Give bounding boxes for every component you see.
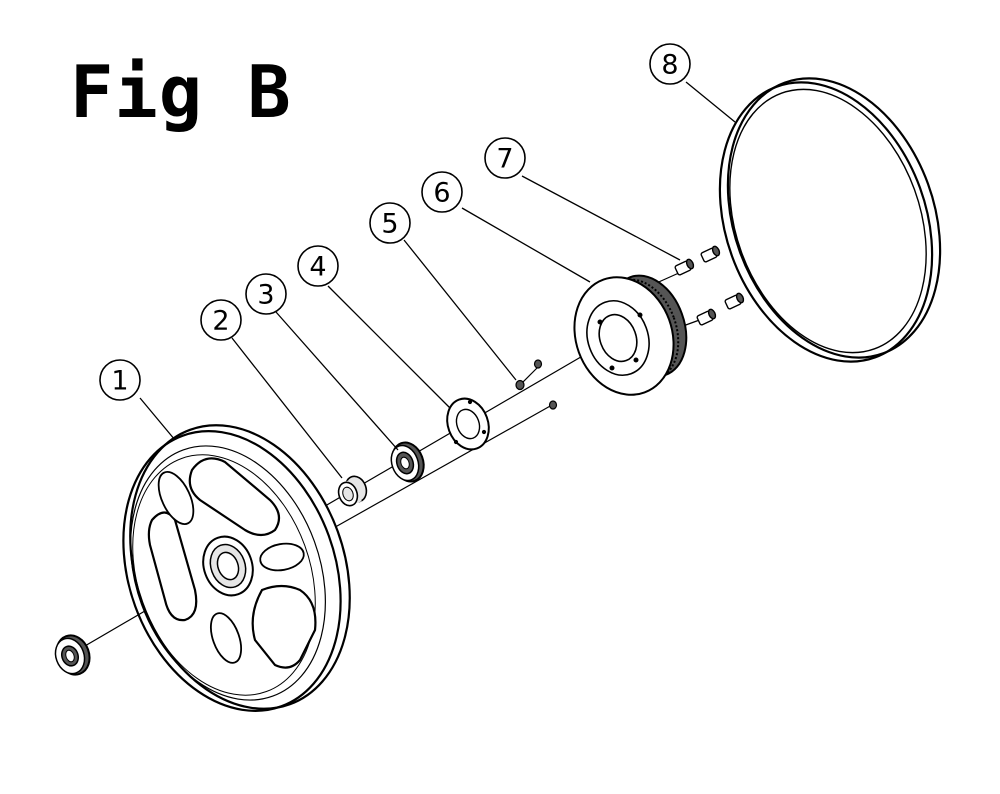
cap-screw-1 xyxy=(674,258,695,276)
callout-5-label: 5 xyxy=(381,209,398,240)
callout-8-label: 8 xyxy=(661,50,678,81)
wheel-lobe-bottom xyxy=(209,612,243,664)
tire-inner xyxy=(729,88,927,354)
leader-2 xyxy=(231,337,343,479)
wheel-hub-bore xyxy=(216,551,240,581)
callout-7: 7 xyxy=(484,137,526,179)
callout-3-label: 3 xyxy=(257,280,274,311)
tire-outer-back xyxy=(726,77,942,359)
callout-6-label: 6 xyxy=(433,178,450,209)
hub-pulley-bore xyxy=(598,313,638,363)
wheel-rim-inner xyxy=(130,445,326,701)
hub-pulley-hole-3 xyxy=(609,365,615,371)
front-bearing-part xyxy=(54,634,91,676)
callout-7-label: 7 xyxy=(496,144,513,175)
wheel-rim-outer xyxy=(122,430,342,712)
wheel-rim-groove xyxy=(132,454,316,696)
leader-3 xyxy=(275,311,399,451)
callout-2: 2 xyxy=(200,299,242,341)
washer-plate-screw-hole-2 xyxy=(481,429,487,435)
callout-3: 3 xyxy=(245,273,287,315)
bearing-part xyxy=(390,441,425,483)
set-screw-2 xyxy=(533,359,543,369)
washer-plate-screw-hole-3 xyxy=(453,439,459,445)
cap-screws-part xyxy=(674,245,745,326)
set-screw-1 xyxy=(515,379,525,391)
lower-axis-line xyxy=(329,404,553,531)
callout-6: 6 xyxy=(421,171,463,213)
set-screw-3 xyxy=(548,400,558,410)
front-bearing-bore xyxy=(65,649,75,663)
wheel-part xyxy=(122,424,351,712)
spacer-bore xyxy=(342,486,354,502)
washer-plate-screw-hole-1 xyxy=(467,399,473,405)
callout-1: 1 xyxy=(99,359,141,401)
wheel-opening-right xyxy=(251,584,317,669)
leader-4 xyxy=(327,285,451,409)
leader-5 xyxy=(403,239,517,381)
figure-title: Fig B xyxy=(70,50,292,134)
wheel-opening-top xyxy=(188,457,281,537)
spacer-part xyxy=(337,475,368,507)
wheel-lobe-right xyxy=(259,542,305,572)
callout-2-label: 2 xyxy=(212,306,229,337)
hub-pulley-hole-2 xyxy=(637,312,643,318)
washer-plate-part xyxy=(446,397,490,451)
callout-8: 8 xyxy=(649,43,691,85)
hub-pulley-hole-4 xyxy=(633,357,639,363)
callout-bubbles: 1 2 3 4 5 6 7 xyxy=(99,43,691,401)
leader-6 xyxy=(461,207,591,283)
cap-screw-4 xyxy=(724,292,745,310)
bearing-bore xyxy=(400,456,410,470)
tire-outer-front xyxy=(718,81,934,363)
leader-7 xyxy=(521,175,681,261)
callout-4: 4 xyxy=(297,245,339,287)
hub-pulley-hole-1 xyxy=(597,319,603,325)
cap-screw-3 xyxy=(696,308,717,326)
callout-5: 5 xyxy=(369,202,411,244)
cap-screw-2 xyxy=(700,245,721,263)
wheel-lobe-top-left xyxy=(157,471,195,525)
tire-band-part xyxy=(718,77,942,363)
hub-pulley-part xyxy=(573,274,688,396)
callout-4-label: 4 xyxy=(309,252,326,283)
callout-leaders xyxy=(139,81,736,479)
leader-8 xyxy=(685,81,736,123)
callout-1-label: 1 xyxy=(111,366,128,397)
washer-plate-hole xyxy=(455,408,481,440)
leader-1 xyxy=(139,397,176,441)
set-screws-part xyxy=(515,359,558,410)
